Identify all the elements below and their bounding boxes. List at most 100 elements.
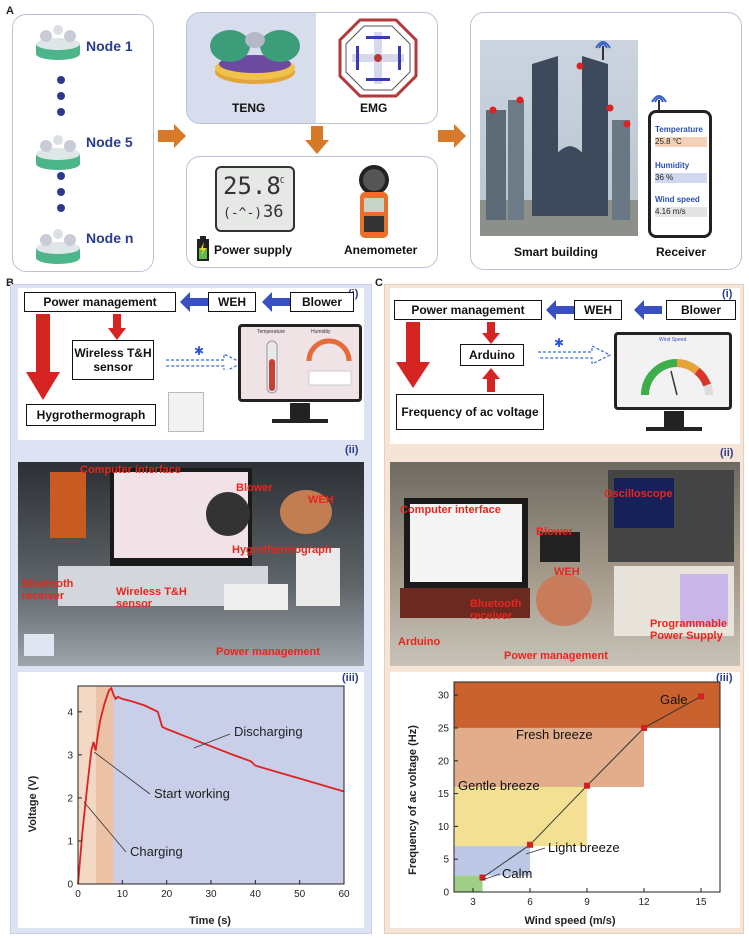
node-n-device <box>36 229 80 264</box>
annotation-discharging: Discharging <box>234 724 303 739</box>
b-setup-photo <box>18 462 364 666</box>
b-power-management-box: Power management <box>24 292 176 312</box>
arrow-down-icon <box>396 322 430 388</box>
ellipsis-dot <box>57 92 65 100</box>
c-arduino-box: Arduino <box>460 344 524 366</box>
teng-label: TENG <box>232 101 266 115</box>
subpanel-c-ii: (ii) <box>720 447 734 459</box>
ellipsis-dot <box>57 172 65 180</box>
emg-illustration <box>338 18 418 98</box>
display-temp: 25.8 <box>223 172 281 200</box>
x-tick-label: 3 <box>470 897 476 908</box>
display-hum: 36 <box>263 202 284 222</box>
panel-label-c: C <box>375 277 383 289</box>
arrow-right-icon <box>438 124 466 148</box>
arrow-left-icon <box>262 292 290 312</box>
zone-label-light-breeze: Light breeze <box>548 840 620 855</box>
bluetooth-dashed-arrow: ✱ <box>166 344 244 370</box>
y-axis-label: Frequency of ac voltage (Hz) <box>407 725 419 875</box>
node-devices-illustration <box>36 25 80 264</box>
svg-text:✱: ✱ <box>194 344 204 358</box>
y-tick-label: 2 <box>67 793 73 804</box>
arrow-left-icon <box>180 292 208 312</box>
c-label-bt: Bluetooth receiver <box>470 598 522 622</box>
thermometer-display: 25.8 °C (-^-) 36 <box>215 166 295 232</box>
zone-label-calm: Calm <box>502 866 532 881</box>
receiver-wind-value: 4.16 m/s <box>655 207 707 217</box>
b-label-hygro: Hygrothermograph <box>232 544 332 556</box>
anemometer-illustration <box>359 165 389 238</box>
b-label-sensor: Wireless T&H sensor <box>116 586 187 610</box>
wind-zone <box>454 682 720 728</box>
data-point <box>641 724 647 731</box>
y-tick-label: 3 <box>67 750 73 761</box>
node-n-label: Node n <box>86 230 134 246</box>
y-tick-label: 0 <box>443 888 449 899</box>
b-label-computer: Computer interface <box>80 464 181 476</box>
svg-text:✱: ✱ <box>554 336 564 350</box>
smart-building-label: Smart building <box>514 245 598 259</box>
receiver-temp-title: Temperature <box>655 125 703 134</box>
wind-zone <box>454 727 644 787</box>
c-weh-box: WEH <box>574 300 622 320</box>
wind-zone <box>454 787 587 847</box>
annotation-leader <box>83 801 127 853</box>
b-blower-box: Blower <box>290 292 354 312</box>
c-setup-photo <box>390 462 740 666</box>
annotation-leader <box>93 751 151 795</box>
x-tick-label: 9 <box>584 897 590 908</box>
c-label-blower: Blower <box>536 526 573 538</box>
smart-building-photo <box>480 40 638 236</box>
c-label-pm: Power management <box>504 650 608 662</box>
annotation-leader <box>481 873 501 881</box>
arrow-down-icon <box>108 314 126 340</box>
node-1-device <box>36 25 80 60</box>
zone-label-gentle-breeze: Gentle breeze <box>458 778 540 793</box>
anemometer-label: Anemometer <box>344 243 418 257</box>
data-point <box>698 693 704 700</box>
subpanel-c-iii: (iii) <box>716 672 733 684</box>
x-tick-label: 10 <box>117 889 129 900</box>
voltage-series-line <box>77 686 345 885</box>
receiver-hum-value: 36 % <box>655 173 707 183</box>
panel-label-b: B <box>6 277 14 289</box>
x-tick-label: 6 <box>527 897 533 908</box>
y-tick-label: 25 <box>438 723 450 734</box>
receiver-label: Receiver <box>656 245 707 259</box>
arrow-right-icon <box>158 124 186 148</box>
y-tick-label: 30 <box>438 691 450 702</box>
ellipsis-dot <box>57 204 65 212</box>
y-tick-label: 10 <box>438 822 450 833</box>
receiver-phone: Temperature 25.8 °C Humidity 36 % Wind s… <box>648 110 712 238</box>
b-monitor-screen: Temperature Humidity Serial Status <box>238 324 362 402</box>
arrow-left-icon <box>634 300 662 320</box>
x-tick-label: 60 <box>338 889 350 900</box>
x-tick-label: 12 <box>638 897 650 908</box>
b-hygrothermograph-box: Hygrothermograph <box>26 404 156 426</box>
node-5-device <box>36 135 80 170</box>
x-tick-label: 50 <box>294 889 306 900</box>
b-ui-temperature: Temperature <box>257 329 286 335</box>
c-monitor-screen: Wind Speed <box>614 332 732 410</box>
nodes-box <box>12 14 154 272</box>
subpanel-b-ii: (ii) <box>345 444 359 456</box>
annotation-start-working: Start working <box>154 786 230 801</box>
data-point <box>527 841 533 848</box>
c-label-arduino: Arduino <box>398 636 441 648</box>
b-label-bt: Bluetooth receiver <box>22 578 74 602</box>
y-axis-label: Voltage (V) <box>27 775 39 832</box>
c-frequency-box: Frequency of ac voltage <box>396 394 544 430</box>
node-1-label: Node 1 <box>86 38 133 54</box>
y-tick-label: 4 <box>67 707 73 718</box>
display-unit: °C <box>275 176 285 185</box>
subpanel-c-i: (i) <box>722 288 733 300</box>
c-blower-box: Blower <box>666 300 736 320</box>
ellipsis-dot <box>57 188 65 196</box>
receiver-hum-title: Humidity <box>655 161 690 170</box>
x-tick-label: 15 <box>695 897 707 908</box>
bluetooth-dashed-arrow: ✱ <box>538 336 612 364</box>
data-point <box>584 782 590 789</box>
receiver-temp-value: 25.8 °C <box>655 137 707 147</box>
arrow-down-icon <box>26 314 60 400</box>
